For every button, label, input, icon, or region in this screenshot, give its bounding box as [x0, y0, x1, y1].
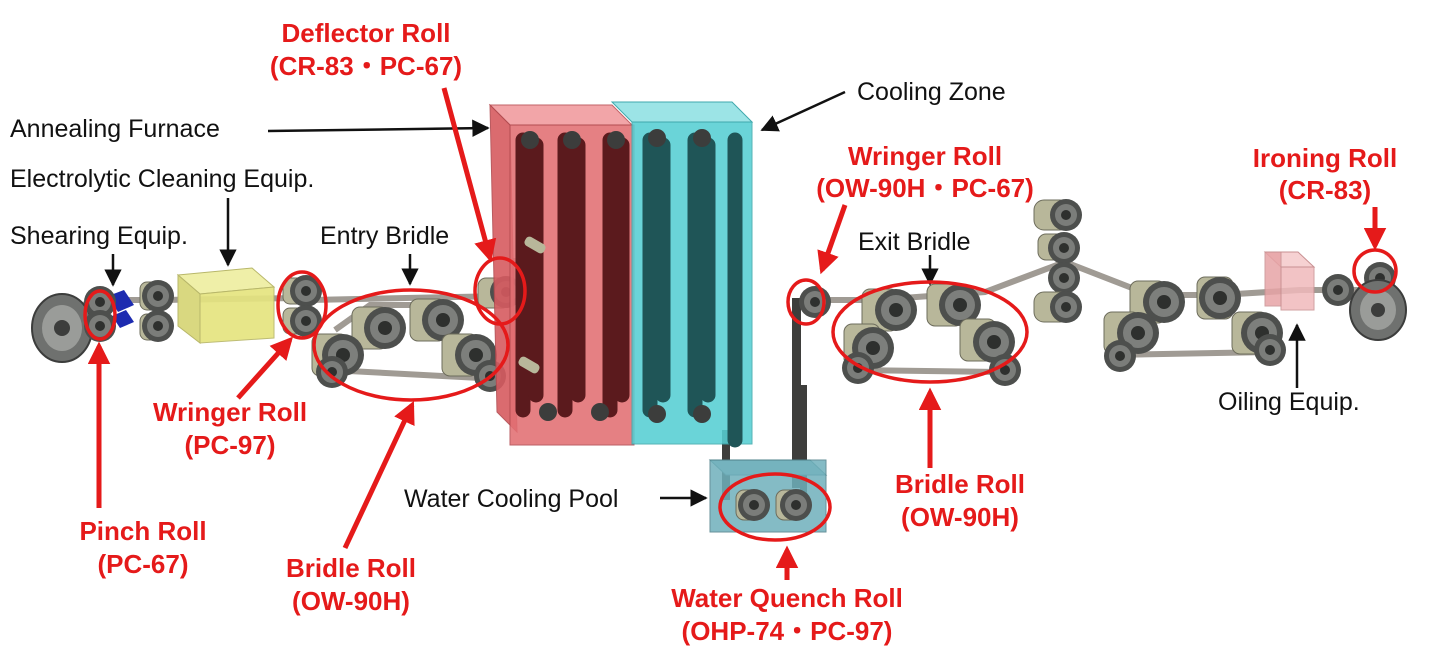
exit-wringer-roll: [799, 286, 831, 318]
exit-bridle-label: Exit Bridle: [858, 228, 971, 256]
water-quench-roll-grade: (OHP-74・PC-97): [682, 616, 893, 646]
water-quench-highlight: [718, 472, 832, 542]
entry-bridle-roll-name: Bridle Roll: [286, 553, 416, 583]
pinch-roll-name: Pinch Roll: [79, 516, 206, 546]
entry-bridle-highlight: [312, 288, 510, 402]
water-cooling-pool-label: Water Cooling Pool: [404, 485, 618, 513]
deflector-highlight: [473, 256, 527, 326]
electrolytic-cleaning-label: Electrolytic Cleaning Equip.: [10, 165, 314, 193]
oiling-equipment: [1263, 251, 1316, 311]
entry-wringer-roll-name: Wringer Roll: [153, 397, 307, 427]
entry-wringer-rolls: [282, 275, 322, 337]
exit-bridle-highlight: [831, 280, 1029, 384]
exit-wringer-roll-grade: (OW-90H・PC-67): [816, 173, 1034, 203]
red-highlights: [83, 248, 1398, 542]
entry-rolls: [139, 280, 174, 342]
black-pointers: [104, 90, 1306, 507]
entry-bridle-label: Entry Bridle: [320, 222, 449, 250]
entry-bridle-rolls: [311, 298, 506, 392]
cooling-zone: [610, 101, 754, 448]
deflector-roll-grade: (CR-83・PC-67): [270, 51, 462, 81]
pinch-roll-highlight: [83, 289, 117, 341]
annealing-furnace: [488, 103, 635, 446]
oiling-label: Oiling Equip.: [1218, 388, 1360, 416]
ironing-roll-grade: (CR-83): [1279, 175, 1371, 205]
water-cooling-pool: [708, 459, 828, 533]
payoff-reel: [31, 293, 93, 363]
cooling-zone-label: Cooling Zone: [857, 78, 1006, 106]
red-pointers: [87, 87, 1387, 580]
exit-wringer-roll-name: Wringer Roll: [848, 141, 1002, 171]
tension-roll-stack: [1033, 199, 1082, 323]
exit-wringer-highlight: [786, 278, 826, 326]
tension-reel: [1349, 279, 1407, 341]
shearing-label: Shearing Equip.: [10, 222, 188, 250]
ironing-roll-name: Ironing Roll: [1253, 143, 1397, 173]
water-quench-roll-name: Water Quench Roll: [671, 583, 903, 613]
entry-wringer-highlight: [276, 270, 328, 340]
electrolytic-cleaning-tank: [176, 267, 276, 345]
entry-wringer-roll-grade: (PC-97): [184, 430, 275, 460]
entry-bridle-roll-grade: (OW-90H): [292, 586, 410, 616]
exit-bridle-roll-name: Bridle Roll: [895, 469, 1025, 499]
deflector-roll-name: Deflector Roll: [281, 18, 450, 48]
exit-bridle-roll-grade: (OW-90H): [901, 502, 1019, 532]
pinch-roll-grade: (PC-67): [97, 549, 188, 579]
annealing-furnace-label: Annealing Furnace: [10, 115, 220, 143]
